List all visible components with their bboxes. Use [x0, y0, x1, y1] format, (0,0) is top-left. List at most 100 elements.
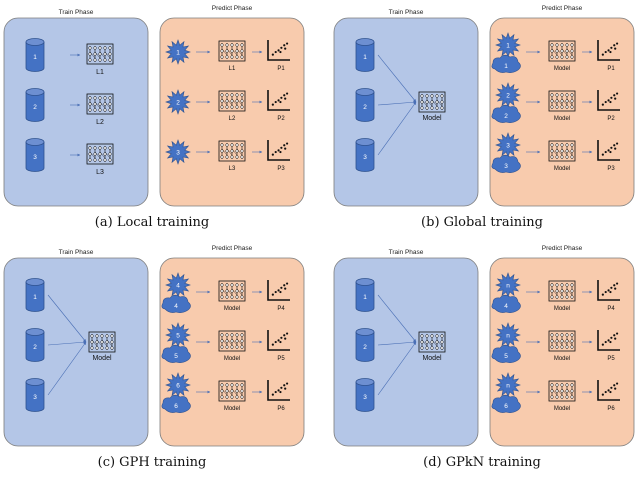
prediction-label: P5 — [607, 356, 615, 362]
star-burst-icon: 2 — [165, 89, 191, 115]
cloud-icon: 6 — [491, 394, 521, 413]
star-burst-icon: 3 — [165, 139, 191, 165]
database-label: 2 — [363, 104, 367, 111]
predict-row: 3L3 P3 — [165, 139, 290, 172]
train-phase-title: Train Phase — [59, 249, 94, 256]
database-icon: 3 — [355, 378, 375, 412]
predict-model-label: Model — [554, 116, 570, 122]
cloud-icon: 3 — [491, 154, 521, 173]
flow-arrow — [47, 340, 87, 346]
database-icon: 2 — [355, 88, 375, 122]
model-label: Model — [422, 355, 442, 362]
predict-model-label: Model — [554, 66, 570, 72]
neural-net-icon — [548, 330, 576, 352]
star-label: 2 — [176, 100, 180, 107]
cloud-label: 4 — [504, 303, 508, 310]
star-label: 6 — [176, 383, 180, 390]
database-icon: 2 — [355, 328, 375, 362]
cloud-label: 3 — [504, 163, 508, 170]
scatter-plot-icon — [267, 40, 290, 61]
predict-model-label: L3 — [229, 166, 236, 172]
database-icon: 1 — [355, 38, 375, 72]
prediction-label: P4 — [277, 306, 285, 312]
predict-model-label: Model — [554, 406, 570, 412]
star-label: n — [506, 283, 510, 290]
database-label: 3 — [33, 154, 37, 161]
scatter-plot-icon — [597, 380, 620, 401]
cloud-icon: 4 — [491, 294, 521, 313]
scatter-plot-icon — [597, 90, 620, 111]
cloud-icon: 5 — [491, 344, 521, 363]
cloud-label: 4 — [174, 303, 178, 310]
neural-net-icon — [548, 280, 576, 302]
predict-model-label: Model — [554, 166, 570, 172]
neural-net-icon — [548, 90, 576, 112]
star-label: n — [506, 383, 510, 390]
predict-row: n 6 Model P6 — [491, 372, 620, 413]
flow-arrow — [377, 54, 417, 103]
prediction-label: P1 — [277, 66, 285, 72]
database-icon: 2 — [25, 88, 45, 122]
cloud-label: 2 — [504, 113, 508, 120]
prediction-label: P1 — [607, 66, 615, 72]
model-label: L2 — [96, 119, 104, 126]
train-phase-title: Train Phase — [59, 9, 94, 16]
star-label: 1 — [176, 50, 180, 57]
cloud-label: 5 — [504, 353, 508, 360]
database-label: 1 — [363, 294, 367, 301]
neural-net-icon — [88, 331, 116, 353]
neural-net-icon — [218, 280, 246, 302]
cloud-label: 5 — [174, 353, 178, 360]
cloud-icon: 5 — [161, 344, 191, 363]
train-phase-title: Train Phase — [389, 249, 424, 256]
scatter-plot-icon — [597, 330, 620, 351]
model-label: Model — [422, 115, 442, 122]
train-panel: Train Phase 1 2 3 Model — [333, 249, 479, 447]
cloud-label: 1 — [504, 63, 508, 70]
prediction-label: P3 — [277, 166, 285, 172]
subfigure-caption: (b) Global training — [421, 215, 543, 230]
database-label: 1 — [33, 294, 37, 301]
cloud-icon: 2 — [491, 104, 521, 123]
cloud-icon: 6 — [161, 394, 191, 413]
flow-arrow — [47, 341, 87, 396]
model-label: L1 — [96, 69, 104, 76]
star-label: 5 — [176, 333, 180, 340]
cloud-label: 6 — [174, 403, 178, 410]
subfigure-caption: (d) GPkN training — [423, 455, 541, 470]
neural-net-icon — [218, 40, 246, 62]
model-label: Model — [92, 355, 112, 362]
database-label: 3 — [363, 394, 367, 401]
database-icon: 3 — [355, 138, 375, 172]
flow-arrow — [377, 101, 417, 156]
cloud-label: 6 — [504, 403, 508, 410]
predict-phase-title: Predict Phase — [212, 5, 253, 12]
neural-net-icon — [86, 143, 114, 165]
predict-phase-title: Predict Phase — [542, 5, 583, 12]
prediction-label: P5 — [277, 356, 285, 362]
prediction-label: P3 — [607, 166, 615, 172]
cloud-icon: 4 — [161, 294, 191, 313]
database-icon: 2 — [25, 328, 45, 362]
star-label: n — [506, 333, 510, 340]
database-icon: 1 — [25, 278, 45, 312]
predict-model-label: Model — [224, 306, 240, 312]
database-icon: 3 — [25, 138, 45, 172]
database-label: 1 — [33, 54, 37, 61]
neural-net-icon — [218, 140, 246, 162]
prediction-label: P6 — [607, 406, 615, 412]
